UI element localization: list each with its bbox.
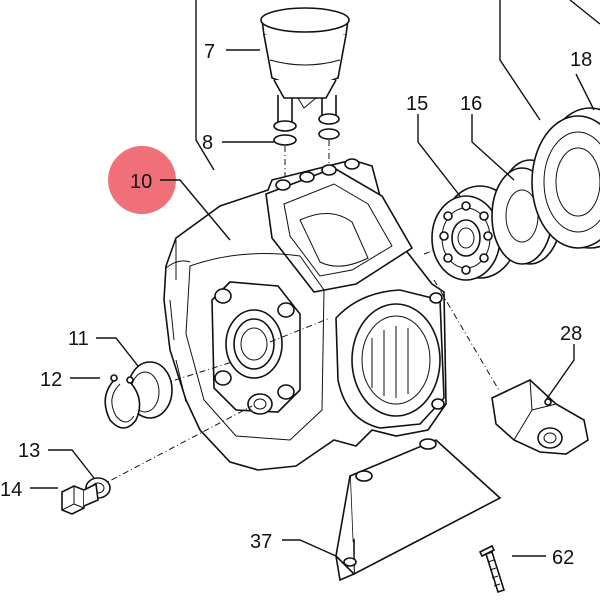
part-37-mounting-foot[interactable] (335, 438, 502, 582)
axis-line (433, 279, 501, 393)
callout-62[interactable]: 62 (552, 547, 574, 569)
callout-8[interactable]: 8 (202, 132, 213, 154)
part-10-pump-body[interactable] (163, 158, 447, 471)
callout-12[interactable]: 12 (40, 369, 62, 391)
callout-37[interactable]: 37 (250, 531, 272, 553)
part-8-o-ring[interactable] (273, 128, 340, 146)
callout-15[interactable]: 15 (406, 93, 428, 115)
callout-11[interactable]: 11 (68, 328, 89, 350)
axis-line (99, 405, 253, 487)
part-15-bearing[interactable] (431, 185, 519, 281)
highlight-marker[interactable] (108, 146, 176, 214)
callout-16[interactable]: 16 (460, 93, 482, 115)
callout-14[interactable]: 14 (0, 479, 22, 501)
leader-lines (30, 0, 600, 557)
callout-28[interactable]: 28 (560, 323, 582, 345)
part-7-reservoir[interactable] (260, 7, 350, 132)
part-62-screw[interactable] (478, 544, 505, 594)
part-18-flange[interactable] (531, 107, 600, 249)
part-28-bracket[interactable] (491, 379, 589, 455)
callout-13[interactable]: 13 (18, 440, 40, 462)
part-14-plug[interactable] (61, 482, 99, 515)
callout-7[interactable]: 7 (204, 41, 215, 63)
callout-labels: 7 8 10 11 12 13 14 15 16 18 28 37 62 (0, 41, 592, 569)
callout-10[interactable]: 10 (130, 171, 152, 193)
part-12-circlip[interactable] (104, 374, 141, 429)
callout-18[interactable]: 18 (570, 49, 592, 71)
